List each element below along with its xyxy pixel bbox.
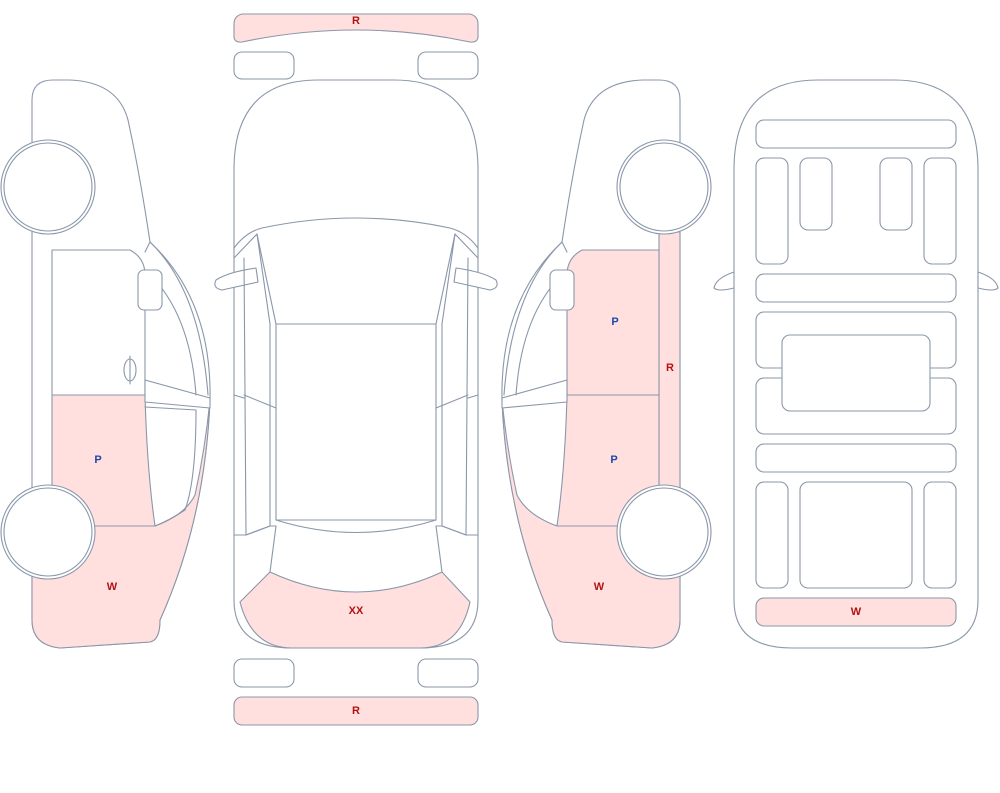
- left-front-wheel[interactable]: [3, 142, 93, 232]
- right-headlight-panel[interactable]: [417, 51, 479, 80]
- left-front-door[interactable]: [51, 249, 146, 396]
- right-rear-quarter-label: W: [594, 581, 605, 593]
- front-seat-bench[interactable]: [755, 273, 957, 303]
- center-console[interactable]: [781, 334, 931, 412]
- right-taillight-panel[interactable]: [417, 658, 479, 688]
- left-rear-quarter-label: W: [107, 581, 118, 593]
- windshield[interactable]: [233, 217, 479, 325]
- right-rocker-panel[interactable]: [658, 231, 681, 527]
- rear-bumper-label: R: [352, 705, 360, 717]
- right-front-wheel[interactable]: [619, 142, 709, 232]
- rear-bumper-panel[interactable]: [233, 696, 479, 726]
- left-headlight-panel[interactable]: [233, 51, 295, 80]
- right-rear-quarter[interactable]: [501, 399, 681, 649]
- interior-right-mirror[interactable]: [977, 271, 999, 291]
- right-mirror[interactable]: [549, 269, 575, 311]
- right-front-door[interactable]: [566, 249, 660, 396]
- rear-underbody-label: W: [851, 606, 862, 618]
- front-right-door-trim[interactable]: [923, 157, 957, 265]
- top-right-pillar: [435, 525, 479, 536]
- roof-panel[interactable]: [275, 323, 437, 521]
- front-right-seat[interactable]: [879, 157, 913, 231]
- left-a-pillar: [144, 241, 209, 396]
- front-left-seat[interactable]: [799, 157, 833, 231]
- right-rear-wheel[interactable]: [619, 487, 709, 577]
- roof-rear-edge: [275, 519, 437, 533]
- top-left-pillar: [233, 525, 277, 536]
- right-front-door-label: P: [611, 316, 618, 328]
- dashboard-panel[interactable]: [755, 119, 957, 149]
- top-view: XX: [214, 79, 498, 649]
- left-rear-quarter[interactable]: [31, 399, 211, 649]
- left-rear-wheel[interactable]: [3, 487, 93, 577]
- interior-left-mirror[interactable]: [713, 271, 735, 291]
- hood-label: XX: [349, 605, 364, 617]
- front-bumper-label: R: [352, 15, 360, 27]
- right-rear-door-label: P: [610, 454, 617, 466]
- left-rear-door-label: P: [94, 454, 101, 466]
- left-side-window[interactable]: [144, 379, 211, 409]
- right-side-view: R P P W: [501, 79, 712, 649]
- front-left-door-trim[interactable]: [755, 157, 789, 265]
- left-mirror[interactable]: [137, 269, 163, 311]
- right-a-pillar: [503, 241, 568, 396]
- left-taillight-panel[interactable]: [233, 658, 295, 688]
- hood-panel[interactable]: [239, 571, 471, 649]
- rear-underbody-panel[interactable]: [755, 597, 957, 627]
- right-side-window[interactable]: [501, 379, 568, 409]
- right-rocker-label: R: [666, 362, 674, 374]
- front-bumper-panel[interactable]: [233, 13, 479, 43]
- left-side-view: P W: [0, 79, 211, 649]
- rear-seat-bench[interactable]: [755, 443, 957, 473]
- rear-right-trim[interactable]: [923, 481, 957, 589]
- interior-view: W: [713, 79, 999, 649]
- rear-window[interactable]: [269, 525, 443, 573]
- rear-left-trim[interactable]: [755, 481, 789, 589]
- cargo-floor[interactable]: [799, 481, 913, 589]
